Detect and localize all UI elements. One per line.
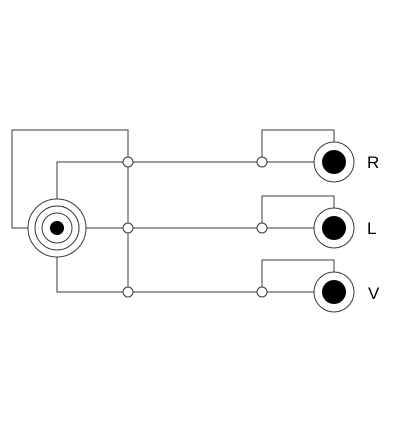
- r-shield-wire: [261, 129, 335, 162]
- input-center-wire: [56, 161, 318, 206]
- input-jack-icon: [27, 198, 87, 258]
- junction-node: [256, 222, 268, 234]
- junction-node: [256, 156, 268, 168]
- junction-node: [122, 286, 134, 298]
- output-label-r: R: [367, 153, 379, 172]
- junction-node: [122, 156, 134, 168]
- output-jack-l-icon: [313, 207, 355, 249]
- junction-node: [256, 286, 268, 298]
- v-signal-wire: [56, 250, 318, 293]
- output-label-l: L: [367, 219, 376, 238]
- output-jack-r-icon: [313, 141, 355, 183]
- input-shield-wire: [11, 129, 129, 292]
- junction-node: [122, 222, 134, 234]
- output-label-v: V: [368, 284, 380, 303]
- output-jack-v-icon: [313, 271, 355, 313]
- l-shield-wire: [261, 195, 335, 228]
- v-shield-wire: [261, 259, 335, 292]
